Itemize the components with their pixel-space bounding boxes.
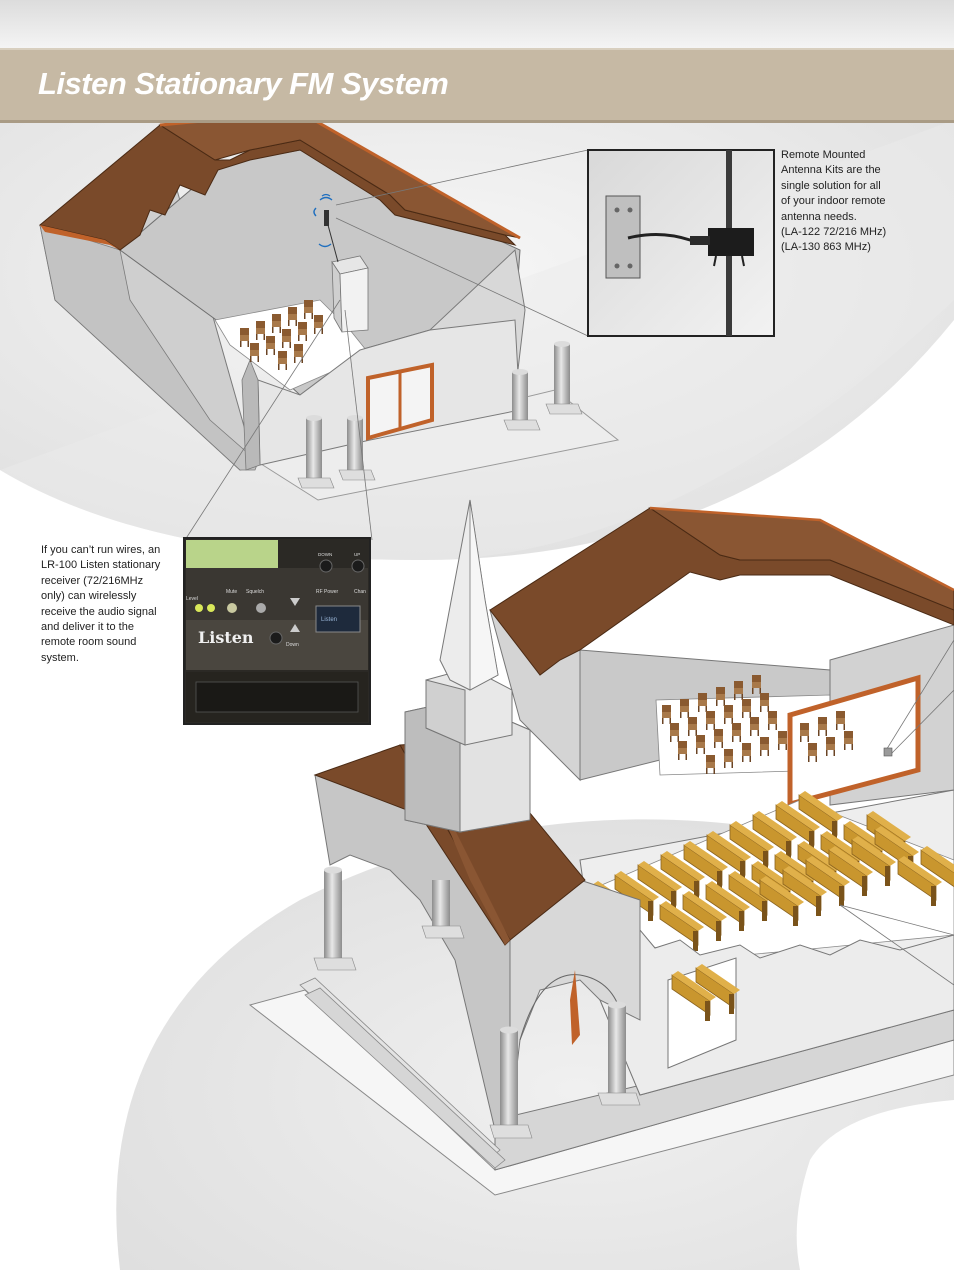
callout-line: antenna needs. <box>781 210 857 223</box>
page-title: Listen Stationary FM System <box>38 66 449 101</box>
label-squelch: Squelch <box>246 589 265 595</box>
receiver-callout: If you can’t run wires, an LR-100 Listen… <box>41 543 177 666</box>
callout-line: (LA-130 863 MHz) <box>781 241 871 254</box>
label-mute: Mute <box>226 589 238 595</box>
callout-line: If you can’t run wires, an <box>41 544 161 556</box>
display-text: Listen <box>321 617 338 623</box>
callout-line: receive the audio signal <box>41 605 157 618</box>
callout-line: single solution for all <box>781 179 881 192</box>
callout-line: LR-100 Listen stationary <box>41 559 161 572</box>
callout-line: and deliver it to the <box>41 621 134 634</box>
callout-line: Antenna Kits are the <box>781 164 881 177</box>
label-rf-power: RF Power <box>316 589 339 595</box>
brand-logo: Listen <box>198 628 254 647</box>
label-level: Level <box>186 596 198 602</box>
label-up-top: UP <box>354 552 361 557</box>
callout-line: receiver (72/216MHz <box>41 574 144 587</box>
label-down-top: DOWN <box>318 552 333 557</box>
antenna-callout: Remote Mounted Antenna Kits are the sing… <box>781 148 951 256</box>
receiver-photo-labels: DOWN UP Level Mute Squelch RF Power Chan… <box>184 538 370 724</box>
callout-line: Remote Mounted <box>781 149 866 161</box>
callout-line: only) can wirelessly <box>41 590 137 603</box>
label-down-bottom: Down <box>286 642 299 648</box>
callout-line: of your indoor remote <box>781 195 886 208</box>
callout-line: system. <box>41 651 79 664</box>
callout-line: remote room sound <box>41 636 137 649</box>
title-band <box>0 48 954 123</box>
label-channel: Chan <box>354 589 366 595</box>
callout-line: (LA-122 72/216 MHz) <box>781 226 887 239</box>
